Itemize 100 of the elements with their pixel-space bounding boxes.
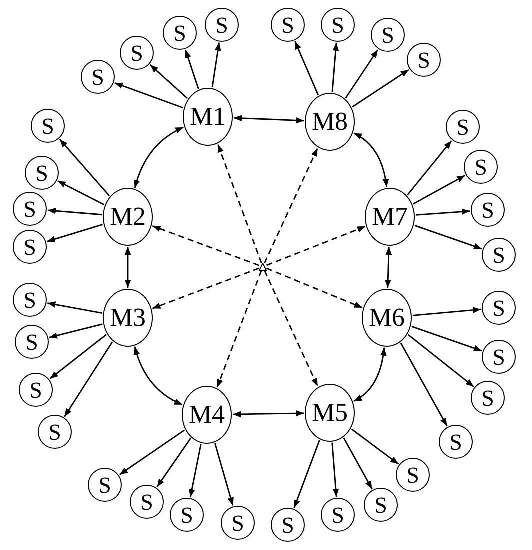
arrow	[47, 224, 104, 242]
node-ellipse	[464, 150, 498, 184]
node-ellipse	[365, 188, 415, 246]
double-headed-arrow	[134, 126, 184, 188]
node-label: S	[216, 14, 228, 36]
node-label: S	[140, 490, 154, 514]
node-ellipse	[15, 325, 49, 359]
arrow	[58, 180, 105, 206]
arrow	[212, 42, 222, 88]
node-ellipse	[182, 386, 232, 444]
node-label: S	[174, 22, 186, 44]
node-ellipse	[305, 93, 355, 151]
arrow	[264, 270, 318, 387]
arrow	[216, 270, 262, 388]
node-label: S	[474, 156, 488, 178]
node-label: S	[482, 386, 494, 410]
node-ellipse	[103, 289, 153, 347]
double-headed-arrow	[232, 410, 304, 418]
node-ellipse	[19, 373, 53, 407]
double-headed-arrow	[234, 115, 304, 124]
arrow	[345, 50, 379, 99]
arrow	[352, 69, 410, 108]
node-label: S	[282, 514, 294, 536]
node-label: S	[418, 48, 430, 72]
node-label: S	[492, 296, 506, 320]
arrow	[332, 42, 340, 92]
node-label: M7	[372, 204, 408, 230]
node-ellipse	[305, 384, 355, 442]
node-ellipse	[407, 43, 441, 77]
node-ellipse	[103, 188, 153, 246]
node-ellipse	[81, 60, 115, 94]
node-label: S	[456, 116, 470, 138]
node-label: S	[232, 512, 244, 534]
arrow	[266, 226, 366, 266]
node-label: M1	[190, 104, 226, 130]
arrow	[400, 342, 448, 427]
node-label: S	[130, 42, 144, 64]
arrow	[152, 268, 260, 310]
node-ellipse	[321, 498, 355, 532]
arrow	[408, 334, 474, 388]
node-label: S	[24, 236, 36, 258]
arrow	[214, 443, 234, 506]
node-ellipse	[38, 415, 72, 449]
node-label: S	[36, 162, 48, 184]
node-label: S	[482, 198, 494, 222]
arrow	[264, 148, 318, 264]
node-label: S	[24, 288, 36, 312]
node-label: S	[450, 430, 462, 454]
node-label: S	[282, 14, 294, 36]
arrow	[48, 208, 102, 216]
node-label: M6	[368, 305, 406, 331]
double-headed-arrow	[134, 346, 183, 406]
arrow	[150, 64, 188, 100]
arrow	[412, 307, 482, 316]
node-ellipse	[88, 468, 122, 502]
arrow	[119, 430, 186, 476]
node-ellipse	[471, 381, 505, 415]
node-ellipse	[13, 192, 47, 226]
node-ellipse	[321, 8, 355, 42]
node-label: S	[406, 464, 420, 486]
arrow	[416, 208, 470, 216]
arrow	[343, 438, 373, 490]
node-ellipse	[13, 230, 47, 264]
node-ellipse	[120, 36, 154, 70]
node-label: S	[180, 504, 194, 526]
node-label: M2	[110, 204, 146, 230]
double-headed-arrow	[354, 348, 387, 402]
node-ellipse	[271, 8, 305, 42]
node-label: S	[92, 66, 104, 88]
arrow	[294, 440, 320, 508]
node-ellipse	[25, 156, 59, 190]
node-ellipse	[170, 498, 204, 532]
node-label: S	[26, 330, 38, 354]
arrow	[217, 144, 262, 264]
arrow	[413, 175, 466, 205]
double-headed-arrow	[124, 247, 132, 288]
node-label: S	[374, 494, 388, 516]
arrow	[114, 82, 184, 109]
arrow	[294, 41, 320, 96]
node-ellipse	[163, 16, 197, 50]
double-headed-arrow	[384, 246, 392, 288]
node-ellipse	[471, 193, 505, 227]
node-ellipse	[13, 283, 47, 317]
node-label: S	[48, 420, 62, 444]
node-label: S	[30, 378, 42, 402]
node-ellipse	[221, 506, 255, 540]
node-label: M5	[312, 400, 348, 426]
node-ellipse	[31, 109, 65, 143]
node-ellipse	[205, 8, 239, 42]
arrow	[64, 342, 114, 418]
node-label: M4	[188, 402, 226, 428]
node-ellipse	[482, 238, 516, 272]
node-ellipse	[439, 425, 473, 459]
node-ellipse	[371, 18, 405, 52]
node-ellipse	[396, 458, 430, 492]
arrow	[48, 302, 102, 314]
node-label: M3	[110, 305, 146, 331]
node-ellipse	[482, 340, 516, 374]
arrow	[156, 438, 192, 488]
node-label: S	[492, 346, 506, 368]
